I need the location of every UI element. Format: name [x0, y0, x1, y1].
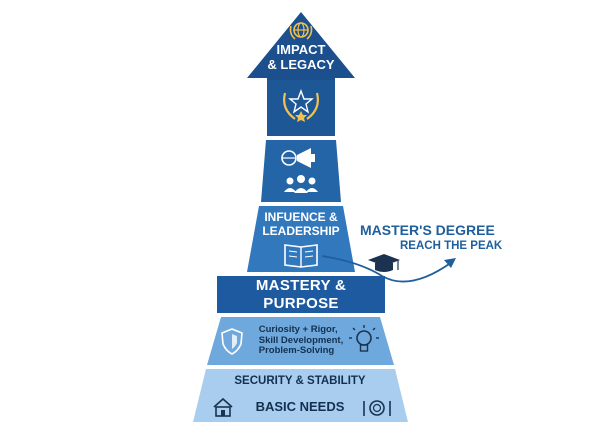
graduation-cap-icon: [368, 254, 400, 272]
impact-title: IMPACT & LEGACY: [267, 42, 335, 72]
annotation-line2: REACH THE PEAK: [400, 240, 503, 252]
open-book-icon: [284, 244, 318, 268]
growth-label-box: Curiosity + Rigor, Skill Development, Pr…: [244, 318, 358, 364]
mastery-title: MASTERY & PURPOSE: [255, 277, 347, 312]
lightbulb-icon: [349, 325, 379, 352]
peak-arrowhead: [444, 258, 456, 268]
laurel-globe-icon: [289, 22, 313, 40]
annotation-line1: MASTER'S DEGREE: [360, 222, 495, 238]
growth-text: Curiosity + Rigor, Skill Development, Pr…: [258, 323, 344, 357]
mastery-banner: [217, 276, 385, 313]
base-tier: [193, 369, 408, 422]
impact-tier: IMPACT & LEGACY: [262, 40, 340, 76]
laurel-star-icon: [283, 89, 319, 122]
voice-tier: [261, 140, 341, 202]
influence-tier: [247, 206, 355, 272]
influence-title: INFUENCE & LEADERSHIP: [262, 210, 340, 238]
base-title-box: SECURITY & STABILITY: [220, 371, 380, 393]
house-icon: [213, 397, 233, 417]
influence-label-box: INFUENCE & LEADERSHIP: [252, 208, 350, 242]
award-block: [267, 80, 335, 136]
base-subtitle-box: BASIC NEEDS: [240, 396, 360, 418]
plate-utensils-icon: [363, 400, 391, 416]
group-people-icon: [284, 175, 318, 193]
growth-tier: [207, 317, 394, 365]
mastery-label-box: MASTERY & PURPOSE: [217, 276, 385, 313]
megaphone-globe-icon: [281, 148, 315, 168]
base-title: SECURITY & STABILITY: [234, 375, 366, 388]
peak-connector-arrow: [321, 255, 453, 283]
base-subtitle: BASIC NEEDS: [255, 398, 345, 414]
shield-icon: [221, 328, 243, 355]
